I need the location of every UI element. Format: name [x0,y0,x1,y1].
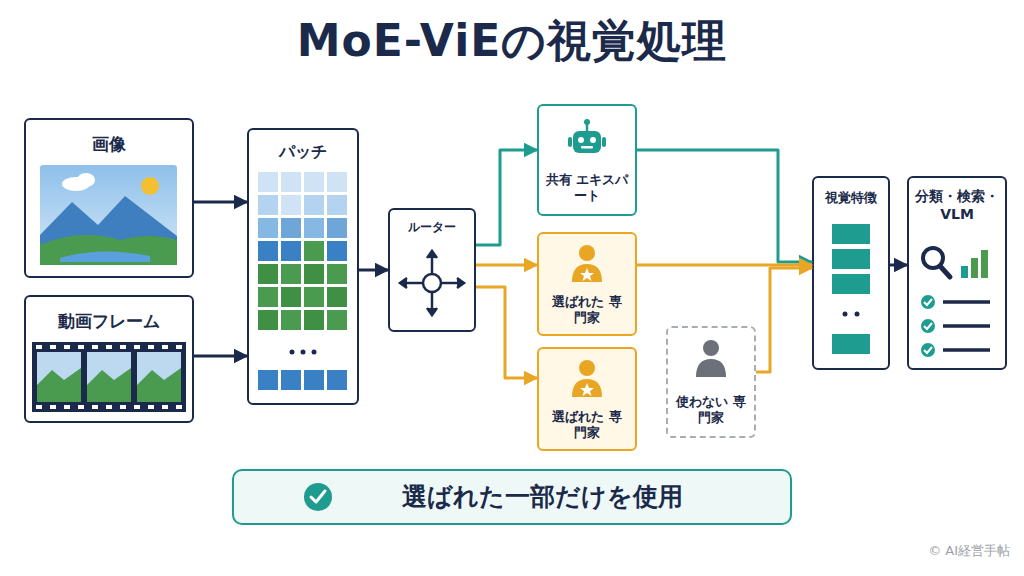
diagram-title: MoE-ViEの視覚処理 [0,12,1024,71]
node-text: 選ばれた 専門家 [551,409,623,442]
node-text: 画像 [92,134,126,155]
connector-arrow [890,264,907,267]
unused-expert-box: 使わない 専門家 [666,326,756,438]
connector-arrow [359,269,388,272]
node-text: 分類・検索・ VLM [911,188,1003,223]
connector-arrow [476,287,537,378]
feature-box: 視覚特徴 [812,176,890,370]
node-text: 使わない 専門家 [676,394,746,427]
connector-arrow [194,201,247,204]
expert-box: 選ばれた 専門家 [537,232,637,336]
input-box: 動画フレーム [24,295,194,423]
connector-arrow [637,150,812,262]
node-text: パッチ [279,142,327,162]
input-box: 画像 [24,118,194,278]
connector-arrow [756,268,812,372]
connector-arrow [637,264,812,267]
node-text: 選ばれた一部だけを使用 [402,481,683,512]
expert-box: 選ばれた 専門家 [537,347,637,451]
node-text: 視覚特徴 [825,190,877,206]
connector-arrow [476,150,537,245]
connector-arrow [476,264,537,267]
node-text: 共有 エキスパート [541,172,633,205]
patch-box: パッチ [247,128,359,405]
shared-expert-box: 共有 エキスパート [537,104,637,216]
connector-arrow [194,355,247,358]
node-text: 動画フレーム [58,311,160,332]
router-box: ルーター [388,208,476,332]
node-text: ルーター [408,220,456,235]
summary-banner: 選ばれた一部だけを使用 [232,469,792,525]
watermark: © AI経営手帖 [928,542,1010,560]
node-text: 選ばれた 専門家 [551,294,623,327]
task-box: 分類・検索・ VLM [907,176,1007,370]
